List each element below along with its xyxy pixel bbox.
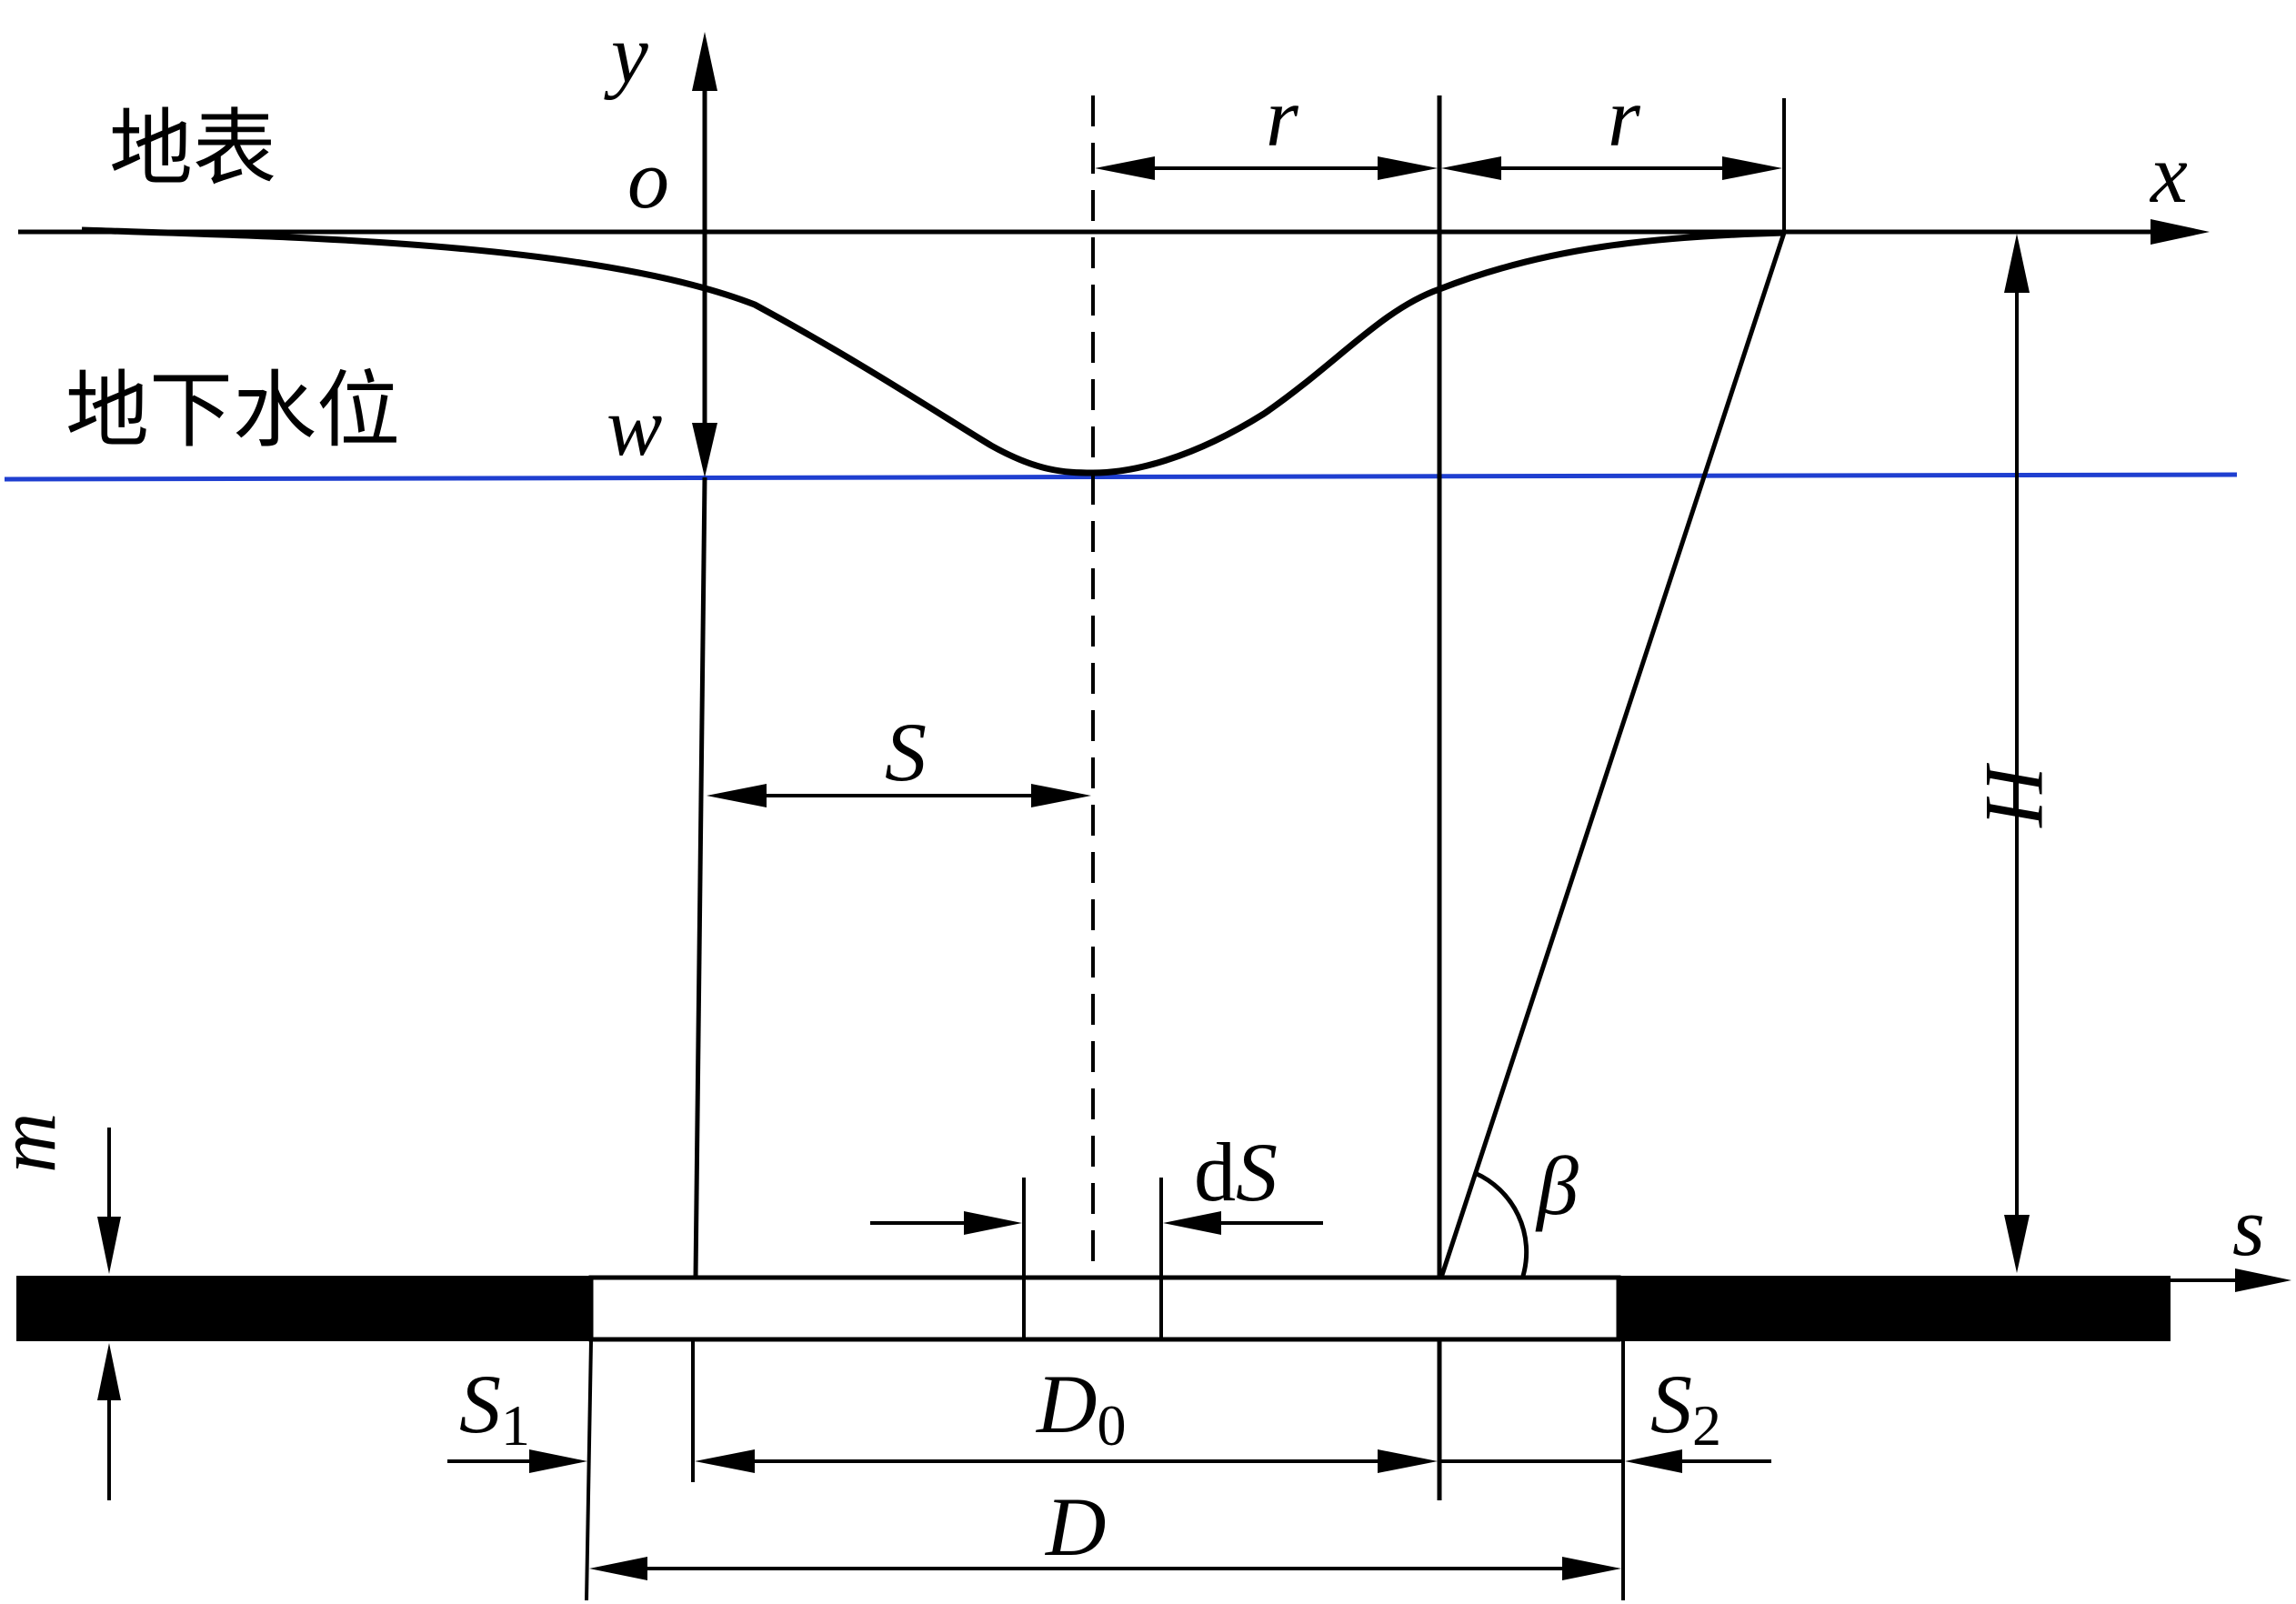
x-axis-label: x	[2149, 127, 2188, 220]
D0-var: D	[1035, 1358, 1097, 1450]
S2-sub: 2	[1692, 1393, 1721, 1458]
r-left-label: r	[1266, 71, 1299, 164]
s-axis-label: s	[2232, 1180, 2265, 1273]
draw-angle-line	[1439, 232, 1787, 1278]
m-label: m	[0, 1113, 73, 1173]
beta-angle-arc	[1473, 1170, 1529, 1277]
left-vertical-guide	[693, 476, 707, 1278]
subsidence-curve	[81, 226, 1785, 476]
S2-arrow	[1625, 1449, 1682, 1473]
dS-label: dS	[1194, 1126, 1278, 1218]
S-label: S	[885, 706, 927, 798]
r-left-arrow-end	[1378, 156, 1438, 180]
dS-prefix: d	[1194, 1126, 1236, 1218]
S1-var: S	[459, 1358, 501, 1450]
S-arrow-start	[707, 784, 767, 807]
origin-label: o	[627, 133, 669, 226]
S1-arrow	[529, 1449, 587, 1473]
D-arrow-end	[1562, 1557, 1621, 1580]
S1-sub: 1	[501, 1393, 530, 1458]
groundwater-level-label: 地下水位	[65, 362, 400, 459]
w-axis-arrowhead	[692, 423, 717, 477]
beta-label: β	[1535, 1139, 1579, 1232]
D-left-extension	[585, 1340, 593, 1601]
S2-var: S	[1650, 1358, 1692, 1450]
H-arrow-top	[2004, 234, 2030, 293]
m-top-arrow	[97, 1217, 121, 1274]
D0-arrow-start	[695, 1449, 755, 1473]
y-axis-label: y	[604, 7, 648, 100]
dS-right-arrow	[1163, 1211, 1221, 1235]
ground-surface-label: 地表	[109, 100, 276, 197]
H-arrow-bottom	[2004, 1215, 2030, 1273]
H-label: H	[1969, 763, 2061, 828]
r-left-arrow-start	[1095, 156, 1155, 180]
seam-right-block	[1620, 1276, 2171, 1341]
D0-arrow-end	[1378, 1449, 1438, 1473]
D-arrow-start	[589, 1557, 647, 1580]
D0-label: D0	[1035, 1358, 1126, 1458]
w-axis-label: w	[607, 380, 662, 473]
r-right-label: r	[1608, 71, 1641, 164]
S2-label: S2	[1650, 1358, 1721, 1458]
s-axis-arrowhead	[2235, 1268, 2291, 1292]
r-right-arrow-start	[1441, 156, 1501, 180]
seam-goaf	[588, 1275, 1621, 1342]
y-axis-arrowhead	[692, 32, 717, 91]
S-arrow-end	[1031, 784, 1091, 807]
D-label: D	[1044, 1480, 1106, 1573]
seam-left-block	[16, 1276, 589, 1341]
dS-left-arrow	[964, 1211, 1022, 1235]
D0-sub: 0	[1097, 1393, 1126, 1458]
x-axis-arrowhead	[2151, 219, 2210, 245]
S1-label: S1	[459, 1358, 530, 1458]
r-right-arrow-end	[1722, 156, 1782, 180]
dS-var: S	[1236, 1126, 1278, 1218]
groundwater-level-line	[4, 472, 2238, 482]
m-bottom-arrow	[97, 1343, 121, 1400]
